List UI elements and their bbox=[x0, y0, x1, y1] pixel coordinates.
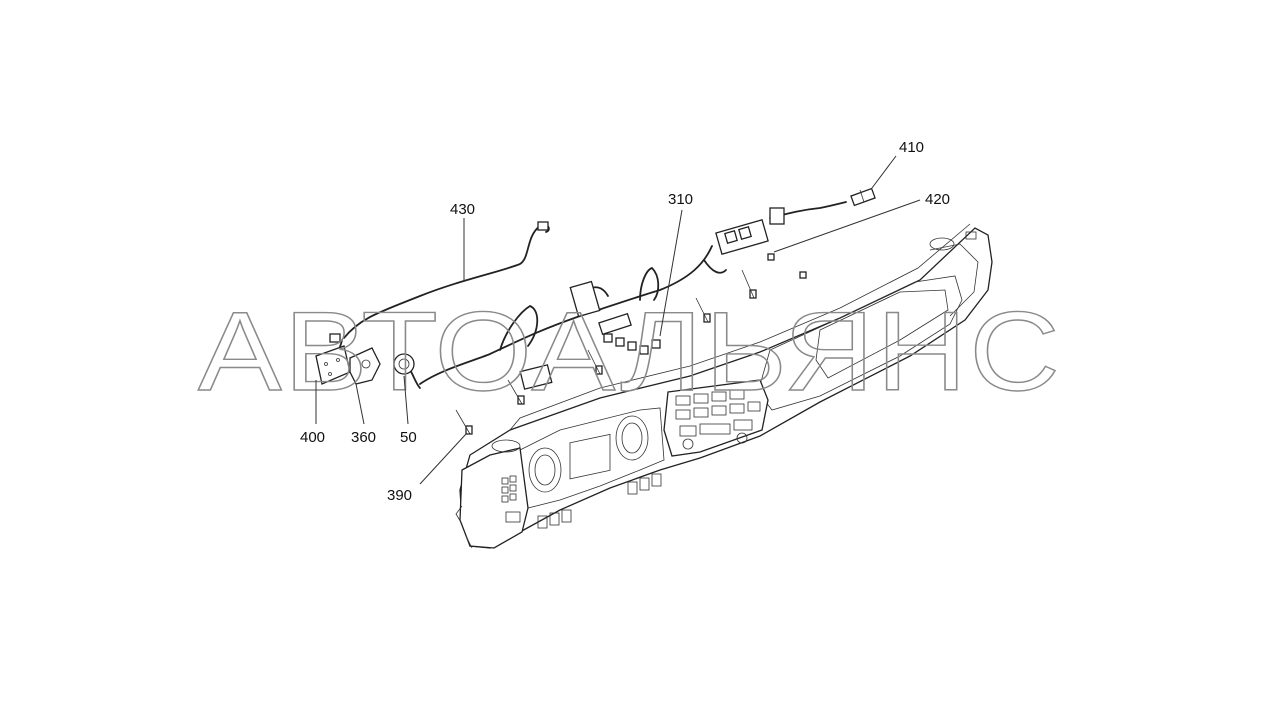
callout-420: 420 bbox=[773, 191, 950, 253]
callout-400: 400 bbox=[300, 380, 325, 446]
callout-label-420: 420 bbox=[925, 191, 950, 208]
callout-label-400: 400 bbox=[300, 429, 325, 446]
callout-label-390: 390 bbox=[387, 487, 412, 504]
callout-50: 50 bbox=[400, 375, 417, 446]
relay-bracket-icon bbox=[315, 333, 381, 385]
callout-label-310: 310 bbox=[668, 191, 693, 208]
dashboard-panel-icon bbox=[455, 223, 993, 549]
watermark-text: АВТОАЛЬЯНС bbox=[198, 289, 1062, 414]
callout-410: 410 bbox=[871, 139, 924, 189]
callout-label-50: 50 bbox=[400, 429, 417, 446]
callout-360: 360 bbox=[351, 383, 376, 446]
callout-label-410: 410 bbox=[899, 139, 924, 156]
callout-label-430: 430 bbox=[450, 201, 475, 218]
clip-fastener-icon bbox=[455, 253, 807, 435]
callout-label-360: 360 bbox=[351, 429, 376, 446]
callout-390: 390 bbox=[387, 433, 467, 504]
inline-fuse-icon bbox=[850, 187, 876, 207]
wiring-harness-icon bbox=[336, 201, 847, 390]
callout-430: 430 bbox=[450, 201, 475, 280]
callout-310: 310 bbox=[659, 191, 693, 337]
